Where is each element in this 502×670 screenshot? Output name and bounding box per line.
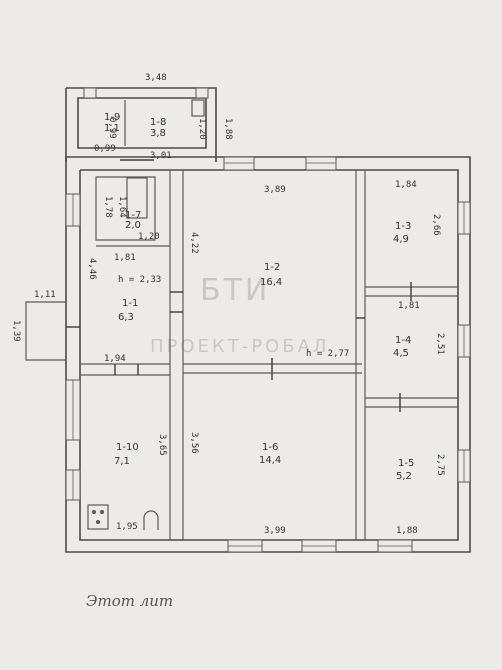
dim-room3-right: 2,66 bbox=[431, 214, 441, 236]
dim-annex-bottom: 3,01 bbox=[150, 151, 172, 161]
room-1-7-area: 2,0 bbox=[125, 220, 141, 231]
room-1-10-area: 7,1 bbox=[114, 456, 130, 467]
dim-room3-top: 1,84 bbox=[395, 180, 417, 190]
room-1-10-id: 1-10 bbox=[116, 442, 139, 453]
dim-bath-bottom: 1,81 bbox=[114, 253, 136, 263]
porch-outline bbox=[25, 301, 66, 361]
room-1-3-area: 4,9 bbox=[393, 234, 409, 245]
dim-bath-width: 1,20 bbox=[138, 232, 160, 242]
dim-bath-height: 1,78 bbox=[103, 196, 113, 218]
dim-wc-bottom: 0,99 bbox=[94, 144, 116, 154]
room-1-1-area: 6,3 bbox=[118, 312, 134, 323]
ceiling-height-left: h = 2,33 bbox=[118, 275, 161, 285]
room-1-9-area: 1,1 bbox=[104, 123, 120, 134]
room-1-9-id: 1-9 bbox=[104, 112, 120, 123]
room-1-2-id: 1-2 bbox=[264, 262, 280, 273]
dim-room4-right: 2,51 bbox=[435, 333, 445, 355]
room-1-7-id: 1-7 bbox=[125, 210, 141, 221]
room-1-4-area: 4,5 bbox=[393, 348, 409, 359]
dimension-labels: 3,48 3,01 1,88 0,99 1,20 0,99 1,78 1,64 … bbox=[11, 73, 445, 536]
dim-room5-right: 2,75 bbox=[435, 454, 445, 476]
ceiling-height-right: h = 2,77 bbox=[306, 349, 349, 359]
room-1-6-area: 14,4 bbox=[259, 455, 281, 466]
annex-walls bbox=[65, 87, 217, 162]
handwritten-note: Этот лит bbox=[86, 592, 173, 610]
dim-room5-bottom: 1,88 bbox=[396, 526, 418, 536]
stove-icon bbox=[87, 504, 109, 530]
bathtub-icon bbox=[126, 177, 148, 219]
dim-top-annex: 3,48 bbox=[145, 73, 167, 83]
fixtures bbox=[87, 99, 205, 530]
watermark-bottom: ПРОЕКТ-РОБАЛ bbox=[150, 336, 329, 357]
dim-kitchen-bottom: 1,95 bbox=[116, 522, 138, 532]
dim-annex-side: 1,88 bbox=[223, 118, 233, 140]
dim-wc-side: 1,20 bbox=[197, 118, 207, 140]
dim-room6-left: 3,56 bbox=[189, 432, 199, 454]
windows bbox=[65, 87, 471, 553]
room-1-8-id: 1-8 bbox=[150, 117, 166, 128]
room-labels: 1-1 6,3 1-2 16,4 1-3 4,9 1-4 4,5 1-5 5,2… bbox=[104, 112, 414, 482]
dim-room6-bottom: 3,99 bbox=[264, 526, 286, 536]
dim-wc-height: 0,99 bbox=[107, 117, 117, 139]
room-1-5-id: 1-5 bbox=[398, 458, 414, 469]
room-1-8-area: 3,8 bbox=[150, 128, 166, 139]
dim-porch-side: 1,39 bbox=[11, 320, 21, 342]
room-1-4-id: 1-4 bbox=[395, 335, 411, 346]
room-1-1-id: 1-1 bbox=[122, 298, 138, 309]
dim-bath-inner: 1,64 bbox=[117, 196, 127, 218]
sink-icon bbox=[143, 510, 159, 530]
dim-porch-top: 1,11 bbox=[34, 290, 56, 300]
boiler-icon bbox=[191, 99, 205, 117]
dim-hall-left: 4,46 bbox=[87, 258, 97, 280]
dim-kitchen-right: 3,65 bbox=[157, 434, 167, 456]
watermark-top: БТИ bbox=[200, 273, 270, 308]
room-1-3-id: 1-3 bbox=[395, 221, 411, 232]
doors bbox=[66, 159, 412, 412]
dim-room4-top: 1,81 bbox=[398, 301, 420, 311]
dim-room2-left: 4,22 bbox=[189, 232, 199, 254]
room-1-2-area: 16,4 bbox=[260, 277, 282, 288]
dim-room2-top: 3,89 bbox=[264, 185, 286, 195]
room-1-6-id: 1-6 bbox=[262, 442, 278, 453]
dim-hall-bottom: 1,94 bbox=[104, 354, 126, 364]
room-1-5-area: 5,2 bbox=[396, 471, 412, 482]
